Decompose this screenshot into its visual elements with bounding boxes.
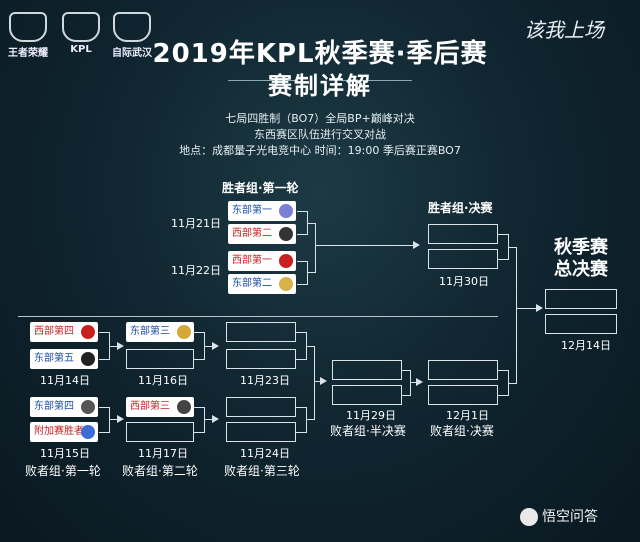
info-line-1: 七局四胜制（BO7）全局BP+巅峰对决 bbox=[225, 112, 415, 125]
team-logo-icon bbox=[81, 325, 95, 339]
date-l3a: 11月23日 bbox=[240, 374, 290, 387]
slogan: 该我上场 bbox=[524, 18, 604, 42]
team-logo-icon bbox=[279, 204, 293, 218]
team-logo-icon bbox=[279, 277, 293, 291]
losers-semi-label: 败者组·半决赛 bbox=[330, 424, 406, 438]
losers-round2-label: 败者组·第二轮 bbox=[122, 464, 198, 478]
team-logo-icon bbox=[81, 400, 95, 414]
date-l2a: 11月16日 bbox=[138, 374, 188, 387]
kpl-logo: KPL bbox=[62, 12, 100, 55]
team-west-3: 西部第三 bbox=[126, 397, 194, 417]
losers-r3-slot-2 bbox=[226, 349, 296, 369]
losers-final-slot-1 bbox=[428, 360, 498, 380]
winners-final-header: 胜者组·决赛 bbox=[428, 201, 493, 215]
team-west-4: 西部第四 bbox=[30, 322, 98, 342]
date-l1a: 11月14日 bbox=[40, 374, 90, 387]
page-title: 2019年KPL秋季赛·季后赛 bbox=[152, 39, 488, 69]
losers-semi-slot-1 bbox=[332, 360, 402, 380]
losers-r2-slot-2 bbox=[126, 422, 194, 442]
date-lsf: 11月29日 bbox=[346, 409, 396, 422]
losers-semi-slot-2 bbox=[332, 385, 402, 405]
date-lf: 12月1日 bbox=[446, 409, 489, 422]
team-logo-icon bbox=[177, 325, 191, 339]
date-l2b: 11月17日 bbox=[138, 447, 188, 460]
losers-r3-slot-3 bbox=[226, 397, 296, 417]
losers-r2-slot-1 bbox=[126, 349, 194, 369]
info-line-3: 地点：成都量子光电竞中心 时间：19:00 季后赛正赛BO7 bbox=[179, 144, 461, 157]
watermark: 悟空问答 bbox=[520, 506, 598, 526]
date-w1b: 11月22日 bbox=[171, 264, 221, 277]
date-w1a: 11月21日 bbox=[171, 217, 221, 230]
team-logo-icon bbox=[177, 400, 191, 414]
date-l1b: 11月15日 bbox=[40, 447, 90, 460]
team-west-1: 西部第一 bbox=[228, 251, 296, 271]
winners-final-slot-2 bbox=[428, 249, 498, 269]
date-gf: 12月14日 bbox=[561, 339, 611, 352]
date-wf: 11月30日 bbox=[439, 275, 489, 288]
losers-final-label: 败者组·决赛 bbox=[430, 424, 494, 438]
winners-final-slot-1 bbox=[428, 224, 498, 244]
title-divider-left bbox=[228, 80, 298, 81]
team-logo-icon bbox=[279, 227, 293, 241]
winners-round1-header: 胜者组·第一轮 bbox=[222, 181, 299, 195]
team-playoff-winner: 附加赛胜者 bbox=[30, 422, 98, 442]
team-logo-icon bbox=[81, 352, 95, 366]
date-l3b: 11月24日 bbox=[240, 447, 290, 460]
team-east-4: 东部第四 bbox=[30, 397, 98, 417]
grand-final-title: 秋季赛 总决赛 bbox=[543, 237, 619, 281]
team-logo-icon bbox=[81, 425, 95, 439]
team-east-1: 东部第一 bbox=[228, 201, 296, 221]
losers-final-slot-2 bbox=[428, 385, 498, 405]
losers-r3-slot-4 bbox=[226, 422, 296, 442]
grand-final-title-line1: 秋季赛 bbox=[554, 237, 608, 258]
team-west-2: 西部第二 bbox=[228, 224, 296, 244]
team-east-2: 东部第二 bbox=[228, 274, 296, 294]
team-logo-icon bbox=[279, 254, 293, 268]
wzry-logo: 王者荣耀 bbox=[8, 12, 48, 59]
team-east-5: 东部第五 bbox=[30, 349, 98, 369]
grand-final-slot-2 bbox=[545, 314, 617, 334]
wuhan-logo: 自际武汉 bbox=[112, 12, 152, 59]
grand-final-slot-1 bbox=[545, 289, 617, 309]
team-east-3: 东部第三 bbox=[126, 322, 194, 342]
losers-round3-label: 败者组·第三轮 bbox=[224, 464, 300, 478]
title-divider-right bbox=[342, 80, 412, 81]
losers-r3-slot-1 bbox=[226, 322, 296, 342]
losers-round1-label: 败者组·第一轮 bbox=[25, 464, 101, 478]
wukong-icon bbox=[520, 508, 538, 526]
page-subtitle: 赛制详解 bbox=[268, 72, 372, 100]
grand-final-title-line2: 总决赛 bbox=[554, 259, 608, 280]
info-line-2: 东西赛区队伍进行交叉对战 bbox=[254, 128, 386, 141]
